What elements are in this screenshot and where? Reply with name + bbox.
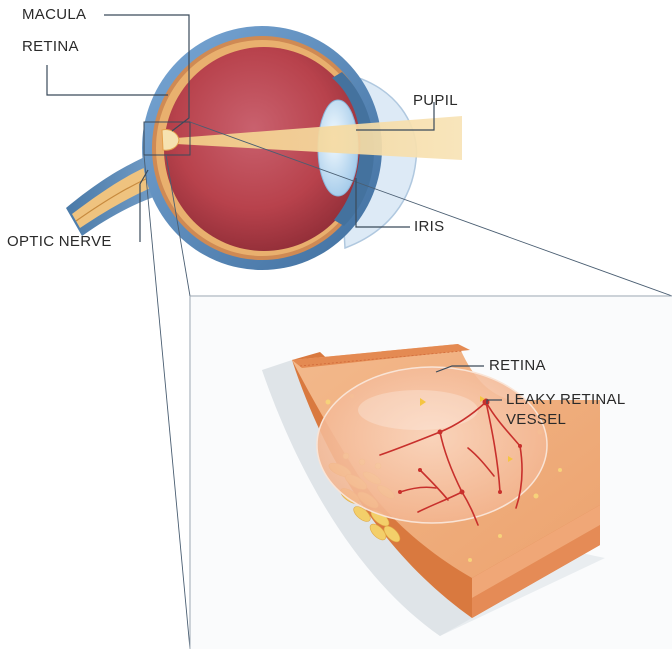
label-retina-detail: RETINA — [489, 357, 546, 375]
label-pupil: PUPIL — [413, 92, 458, 110]
label-retina: RETINA — [22, 38, 79, 56]
label-leaky-vessel-line2: VESSEL — [506, 411, 566, 429]
label-optic-nerve: OPTIC NERVE — [7, 233, 112, 251]
retina-top-leader — [47, 65, 168, 95]
label-macula: MACULA — [22, 6, 86, 24]
label-iris: IRIS — [414, 218, 444, 236]
label-leaky-vessel-line1: LEAKY RETINAL — [506, 391, 626, 409]
